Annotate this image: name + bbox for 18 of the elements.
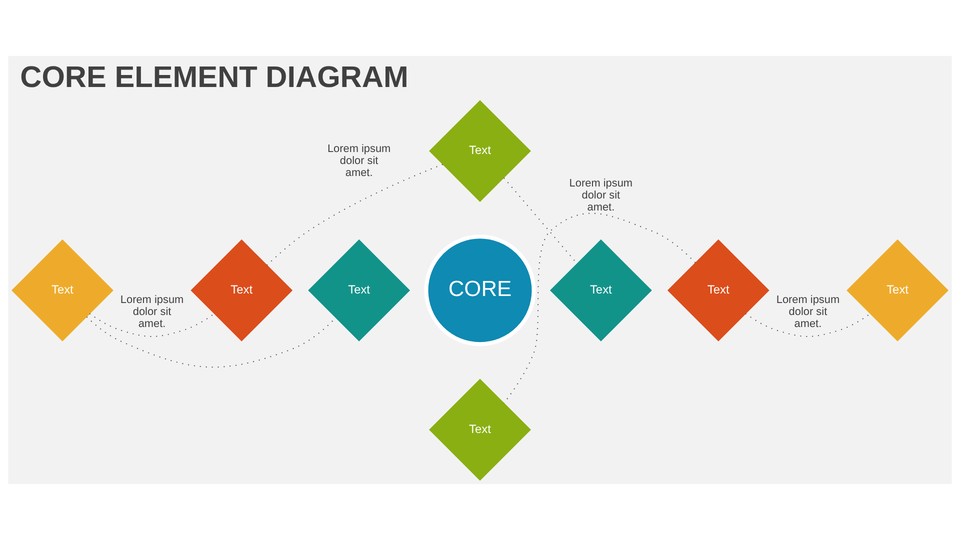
edge-label: Lorem ipsum dolor sit amet.	[327, 142, 391, 179]
node-diamond: Text	[429, 378, 531, 481]
node-diamond: Text	[190, 239, 293, 342]
node-diamond: Text	[429, 100, 531, 202]
node-diamond: Text	[846, 239, 949, 342]
node-diamond: Text	[667, 239, 770, 342]
connector	[266, 164, 444, 266]
diagram-title: CORE ELEMENT DIAGRAM	[20, 60, 408, 94]
node-diamond: Text	[308, 239, 410, 342]
node-circle: CORE	[424, 234, 536, 346]
edge-label: Lorem ipsum dolor sit amet.	[120, 294, 184, 330]
edge-label: Lorem ipsum dolor sit amet.	[569, 178, 633, 214]
node-diamond: Text	[550, 239, 652, 342]
connector	[89, 313, 215, 337]
connector	[745, 313, 871, 337]
connector	[503, 212, 696, 404]
edge-label: Lorem ipsum dolor sit amet.	[776, 294, 840, 330]
node-diamond: Text	[11, 239, 114, 342]
